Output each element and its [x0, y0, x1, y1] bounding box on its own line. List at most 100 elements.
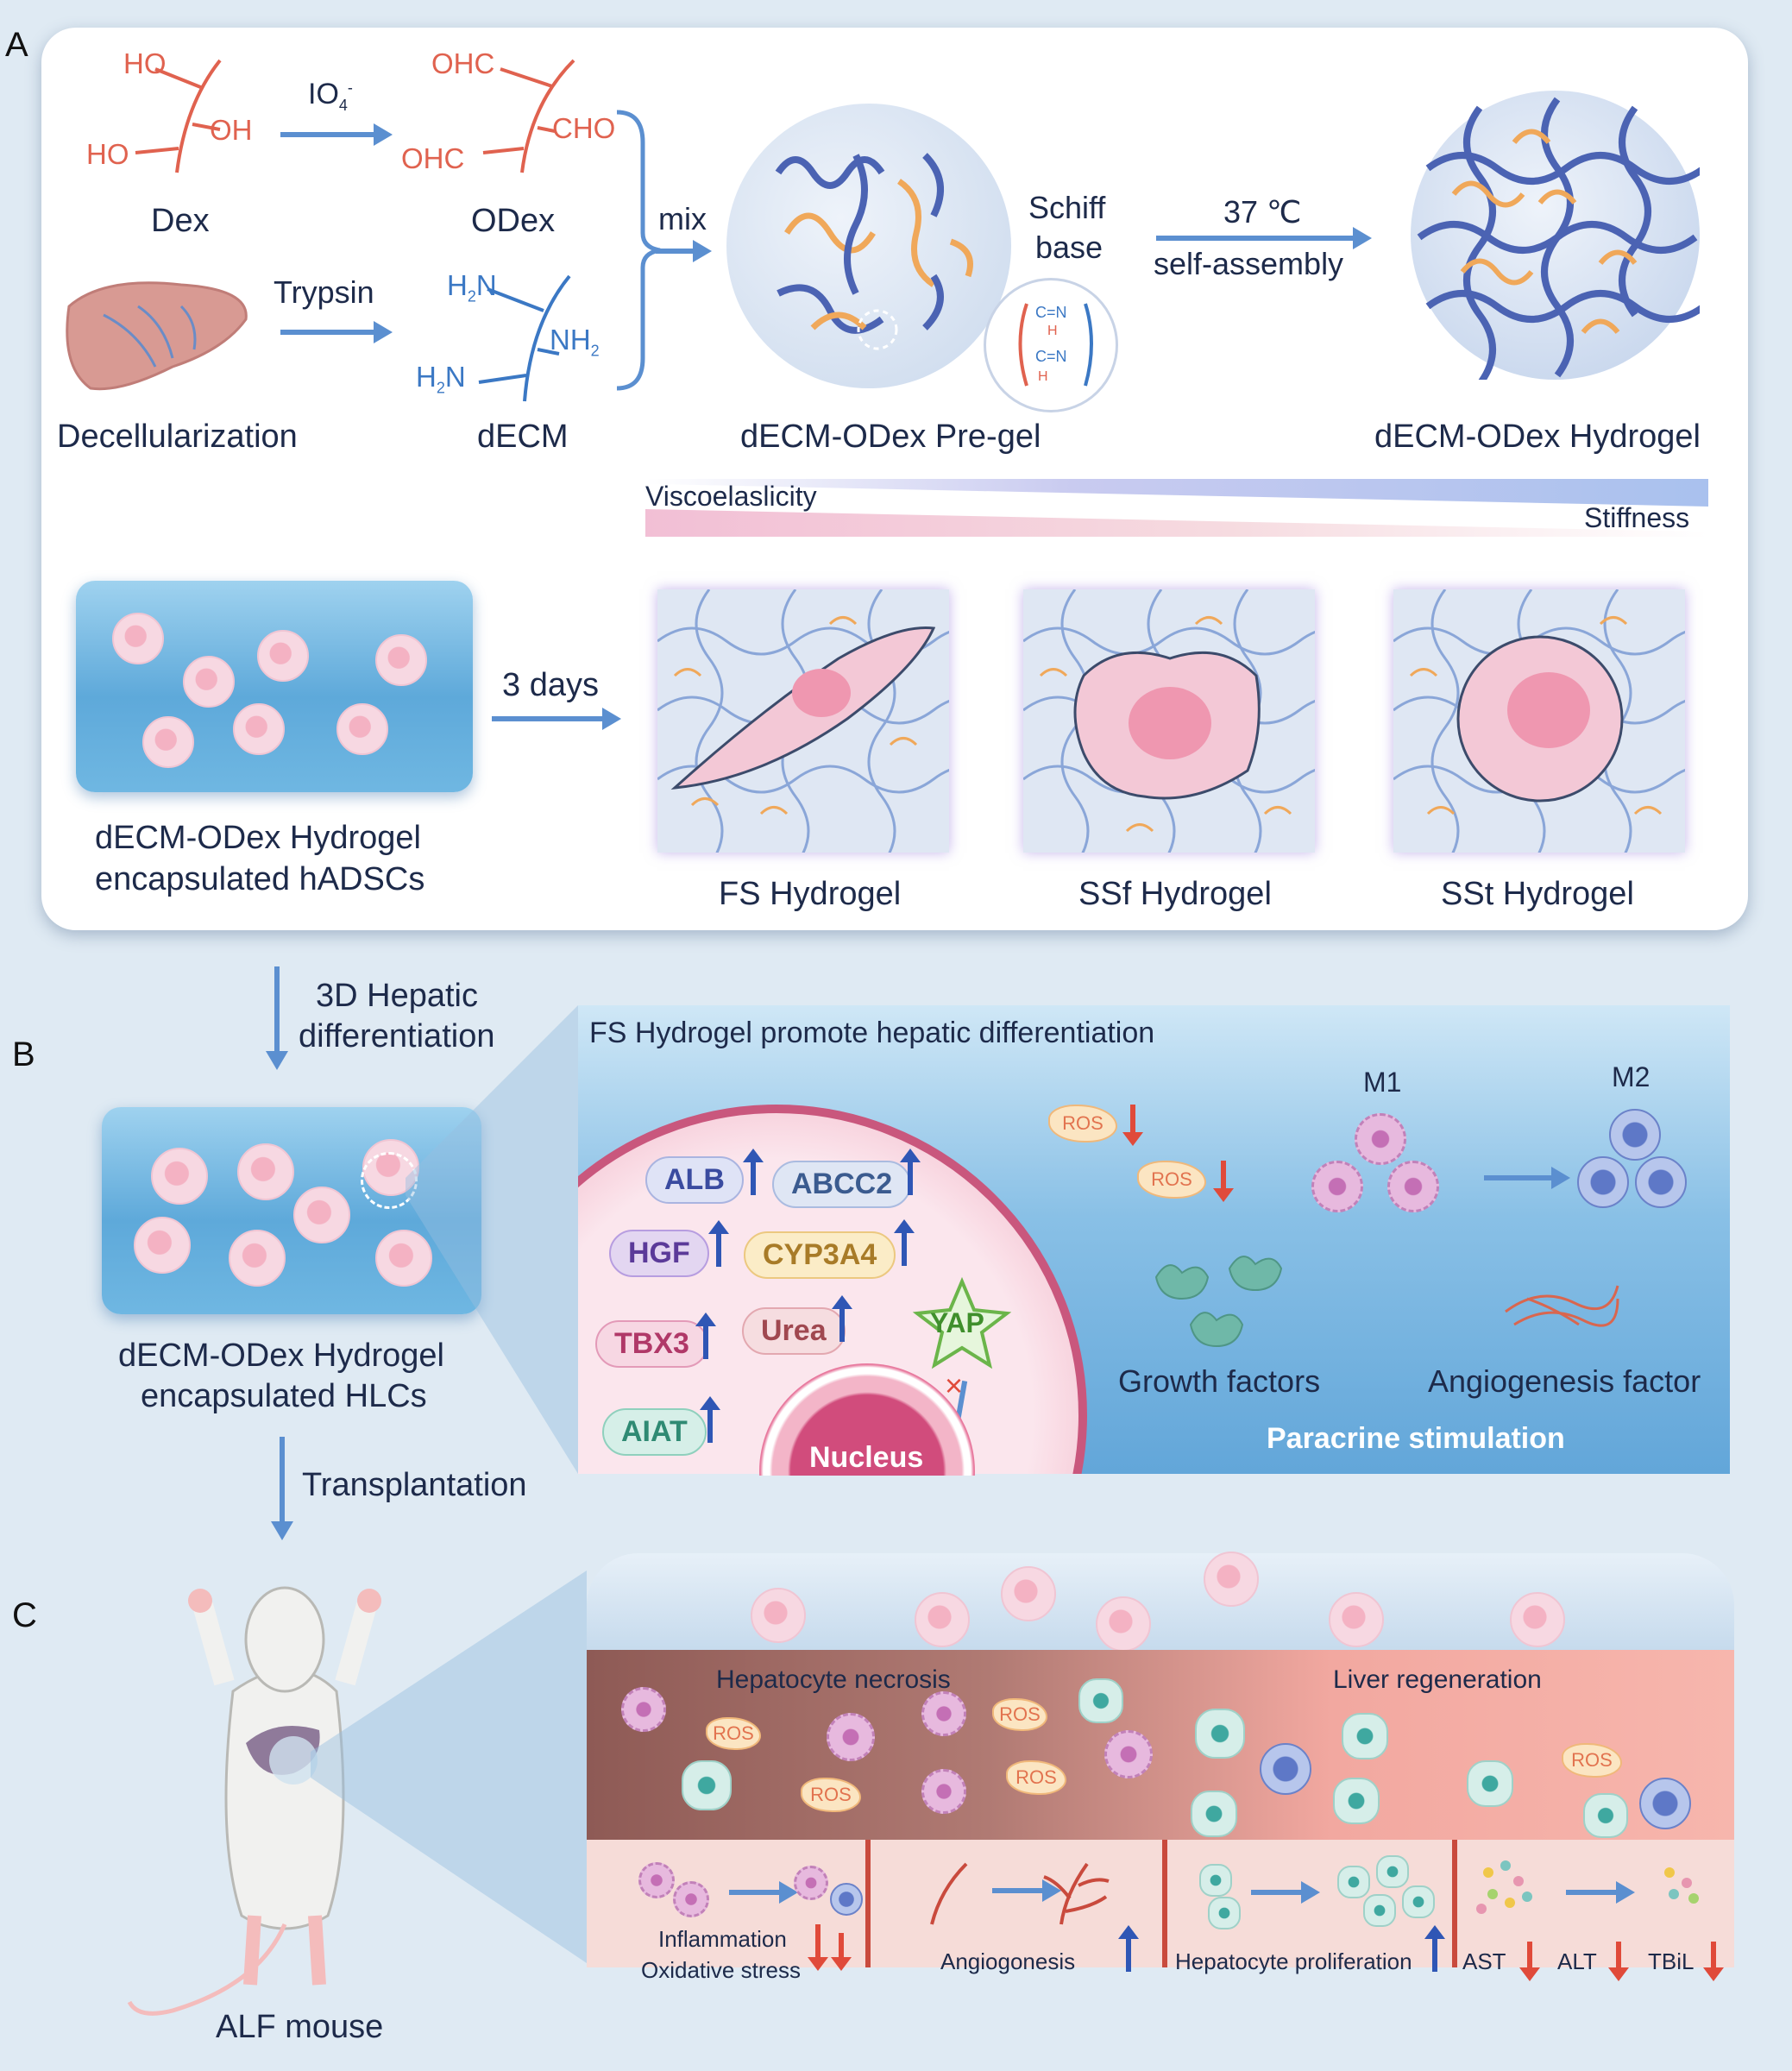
ros-burst: ROS	[1137, 1161, 1206, 1199]
abcc2-up-arrow	[900, 1149, 921, 1195]
hlc-cell	[375, 1230, 432, 1287]
transplanted-hlc	[751, 1588, 806, 1643]
angiogenesis-label: Angiogonesis	[940, 1948, 1076, 1974]
decm-nh2-right: NH2	[550, 324, 600, 360]
m2-macrophage	[1635, 1156, 1687, 1208]
hepatic-diff-line1: 3D Hepatic	[316, 978, 478, 1014]
liver-regeneration-label: Liver regeneration	[1333, 1665, 1542, 1694]
hepatocyte	[1467, 1760, 1513, 1807]
polarization-arrow	[1484, 1175, 1553, 1180]
schiff-zoom-bonds	[1018, 303, 1093, 387]
hydrogel-network	[1417, 97, 1700, 380]
schiff-zoom-bubble	[984, 278, 1118, 412]
fs-hydrogel-label: FS Hydrogel	[719, 876, 902, 912]
ros-burst: ROS	[706, 1717, 761, 1750]
trypsin-label: Trypsin	[274, 274, 374, 310]
angiogenesis-up-arrow	[1118, 1925, 1139, 1972]
odex-cho-right: CHO	[552, 112, 616, 144]
panel-b-title: FS Hydrogel promote hepatic differentiat…	[589, 1017, 1155, 1049]
ssf-hydrogel-box	[1023, 589, 1315, 853]
serum-markers-dots	[1476, 1860, 1699, 1914]
transplanted-hlc	[1510, 1592, 1565, 1647]
periodate-label: IO4-	[308, 78, 353, 114]
alb-up-arrow	[743, 1149, 764, 1195]
inflammation-arrow	[729, 1890, 781, 1895]
encapsulated-hadsc-line1: dECM-ODex Hydrogel	[95, 820, 421, 856]
alt-label: ALT	[1557, 1948, 1597, 1974]
self-assembly-label: self-assembly	[1154, 246, 1344, 281]
pregel-label: dECM-ODex Pre-gel	[740, 419, 1041, 455]
assembly-arrowhead	[1353, 227, 1372, 249]
ros-down-arrow	[1213, 1161, 1234, 1202]
hepatic-diff-line2: differentiation	[299, 1018, 495, 1054]
hepatocyte	[1199, 1864, 1232, 1897]
ros-burst: ROS	[801, 1778, 861, 1812]
m2-macrophage	[830, 1883, 863, 1916]
divider	[865, 1840, 871, 1967]
angiogenesis-factor-fibers	[1505, 1285, 1619, 1327]
dex-structure	[135, 59, 222, 173]
m1-macrophage	[921, 1691, 966, 1736]
dex-label: Dex	[151, 203, 210, 239]
culture-arrowhead	[602, 708, 621, 730]
hlc-cell	[237, 1143, 294, 1200]
schiff-label-line2: base	[1035, 230, 1103, 265]
hepatocyte	[1583, 1793, 1628, 1838]
panel-label-c: C	[12, 1596, 37, 1634]
m1-macrophage	[1387, 1161, 1439, 1212]
m1-label: M1	[1363, 1067, 1402, 1098]
dex-ho-top: HO	[123, 47, 167, 79]
m1-macrophage	[638, 1862, 675, 1898]
ast-down-arrow	[1519, 1942, 1540, 1981]
encapsulated-hlc-line1: dECM-ODex Hydrogel	[118, 1338, 444, 1374]
dex-ho-left: HO	[86, 138, 129, 170]
transplantation-label: Transplantation	[302, 1467, 527, 1503]
differentiation-arrow	[274, 966, 280, 1053]
zoom-marker	[361, 1152, 418, 1209]
zoom-projection	[406, 1005, 578, 1474]
mouse-zoom-projection	[311, 1571, 587, 1963]
mix-arrow	[656, 249, 695, 254]
culture-arrow	[492, 716, 604, 721]
panel-label-a: A	[5, 26, 28, 64]
serum-arrow	[1566, 1890, 1618, 1895]
schiff-h-2: H	[1038, 369, 1048, 384]
schiff-label-line1: Schiff	[1028, 190, 1106, 225]
transplant-arrow	[280, 1437, 285, 1523]
alt-down-arrow	[1608, 1942, 1629, 1981]
dex-oh-right: OH	[210, 114, 253, 146]
polarization-arrowhead	[1551, 1167, 1570, 1189]
marker-hgf: HGF	[609, 1230, 709, 1277]
liver-illustration	[66, 281, 248, 391]
decm-h2n-top: H2N	[447, 269, 497, 305]
m1-macrophage	[921, 1769, 966, 1814]
nucleus-label: Nucleus	[809, 1441, 924, 1474]
hlc-cell	[134, 1217, 191, 1274]
hadsc-cell	[336, 703, 388, 755]
hepatocyte-necrosis-label: Hepatocyte necrosis	[716, 1665, 951, 1694]
hlc-cell	[151, 1148, 208, 1205]
schiff-bond-1: C=N	[1035, 304, 1067, 321]
ros-burst: ROS	[1562, 1743, 1622, 1778]
digestion-arrowhead	[374, 321, 393, 343]
ast-label: AST	[1462, 1948, 1506, 1974]
oxidation-arrow	[280, 132, 375, 137]
growth-factors-label: Growth factors	[1118, 1363, 1321, 1399]
m2-macrophage	[1577, 1156, 1629, 1208]
marker-tbx3: TBX3	[595, 1320, 708, 1368]
cyp3a4-up-arrow	[894, 1219, 915, 1266]
transplanted-hlc	[915, 1592, 970, 1647]
growth-factor-proteins	[1154, 1256, 1283, 1348]
hepatocyte	[1337, 1866, 1370, 1898]
encapsulated-hlc-line2: encapsulated HLCs	[141, 1378, 427, 1414]
odex-label: ODex	[471, 203, 556, 239]
fs-hydrogel-box	[657, 589, 949, 853]
transplant-arrowhead	[271, 1521, 293, 1540]
hepatocyte	[1078, 1678, 1123, 1723]
mix-arrowhead	[693, 240, 712, 262]
ssf-hydrogel-label: SSf Hydrogel	[1078, 876, 1272, 912]
hepatocyte	[682, 1760, 732, 1810]
viscoelasticity-label: Viscoelaslicity	[645, 481, 817, 512]
stiffness-label: Stiffness	[1584, 502, 1690, 533]
schiff-bond-2: C=N	[1035, 348, 1067, 365]
